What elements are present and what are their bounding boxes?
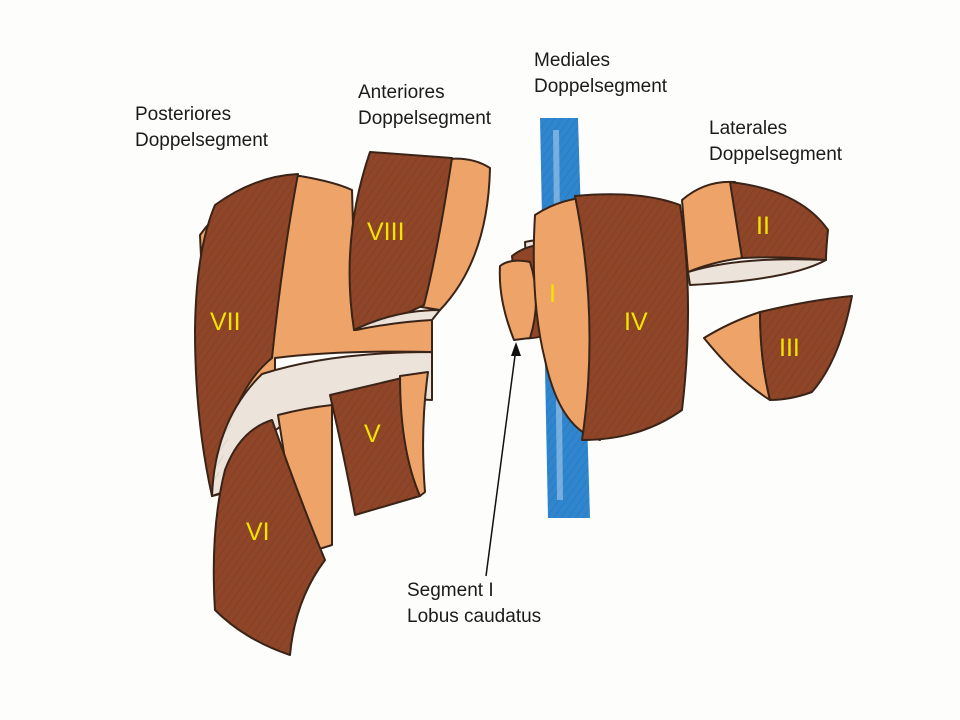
label-caudate-lobe: Segment I Lobus caudatus <box>407 578 541 630</box>
label-line: Doppelsegment <box>709 144 843 165</box>
label-anterior-double-segment: Anteriores Doppelsegment <box>358 80 491 132</box>
segment-vi-light <box>277 404 333 556</box>
segment-number-v: V <box>364 420 381 448</box>
segment-number-vii: VII <box>210 308 241 336</box>
label-line: Doppelsegment <box>534 76 668 97</box>
label-line: Laterales <box>709 118 788 139</box>
caudate-pointer-arrowhead <box>511 342 521 356</box>
label-line: Anteriores <box>358 82 445 103</box>
segment-i-light <box>498 259 537 341</box>
label-line: Segment I <box>407 580 494 601</box>
segment-number-iii: III <box>779 334 800 362</box>
label-medial-double-segment: Mediales Doppelsegment <box>534 48 667 100</box>
label-line: Lobus caudatus <box>407 606 542 627</box>
segment-number-ii: II <box>756 212 770 240</box>
label-posterior-double-segment: Posteriores Doppelsegment <box>135 102 268 154</box>
label-line: Posteriores <box>135 104 232 125</box>
segment-number-iv: IV <box>624 308 648 336</box>
segment-number-viii: VIII <box>367 218 405 246</box>
label-line: Mediales <box>534 50 611 71</box>
label-line: Doppelsegment <box>358 108 492 129</box>
label-line: Doppelsegment <box>135 130 269 151</box>
segment-number-i: I <box>549 280 556 308</box>
segment-number-vi: VI <box>246 518 270 546</box>
caudate-pointer-line <box>485 347 517 577</box>
label-lateral-double-segment: Laterales Doppelsegment <box>709 116 842 168</box>
